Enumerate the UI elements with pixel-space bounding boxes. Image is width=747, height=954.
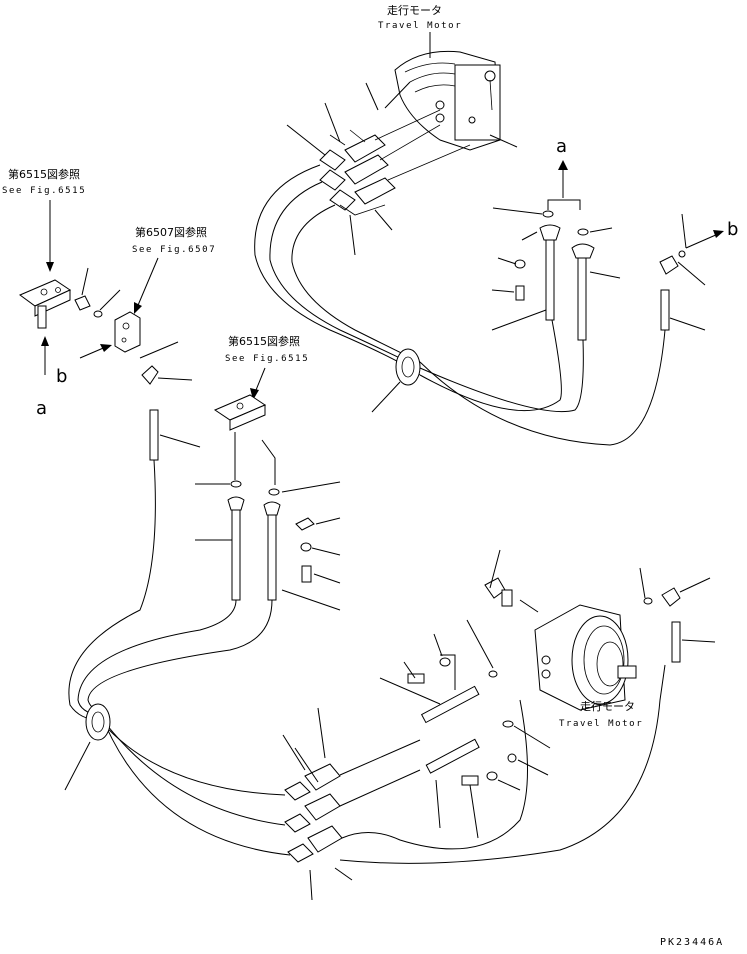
ref-6507-label-jp: 第6507図参照 — [135, 225, 207, 239]
arrow-label-a-left: a — [36, 398, 47, 419]
top-motor-fittings — [319, 109, 471, 216]
top-right-parts — [514, 210, 686, 341]
arrow-label-b-left: b — [56, 366, 67, 387]
motor-bottom-label-jp: 走行モータ — [580, 700, 635, 713]
arrow-label-a-top: a — [556, 136, 567, 157]
top-hose-bundle — [254, 164, 666, 446]
bracket-center — [213, 394, 267, 431]
drawing-code: PK23446A — [660, 937, 724, 948]
ref-6507-label-en: See Fig.6507 — [132, 245, 216, 255]
motor-top-label-jp: 走行モータ — [387, 4, 442, 17]
ref-6515-b-label-en: See Fig.6515 — [225, 354, 309, 364]
motor-bottom-label-en: Travel Motor — [559, 719, 643, 729]
ref-6515-b-label-jp: 第6515図参照 — [228, 334, 300, 348]
bottom-motor-parts — [407, 577, 681, 786]
motor-top-label-en: Travel Motor — [378, 21, 462, 31]
arrow-label-b-top: b — [727, 219, 738, 240]
valve-block-6507 — [114, 311, 141, 353]
bottom-hose-bundle — [68, 459, 291, 856]
ref-6515-a-label-en: See Fig.6515 — [2, 186, 86, 196]
travel-motor-bottom — [534, 604, 637, 711]
bottom-fittings — [284, 763, 343, 863]
bracket-left — [18, 279, 72, 329]
ref-6515-a-label-jp: 第6515図参照 — [8, 167, 80, 181]
travel-motor-top — [394, 50, 501, 151]
